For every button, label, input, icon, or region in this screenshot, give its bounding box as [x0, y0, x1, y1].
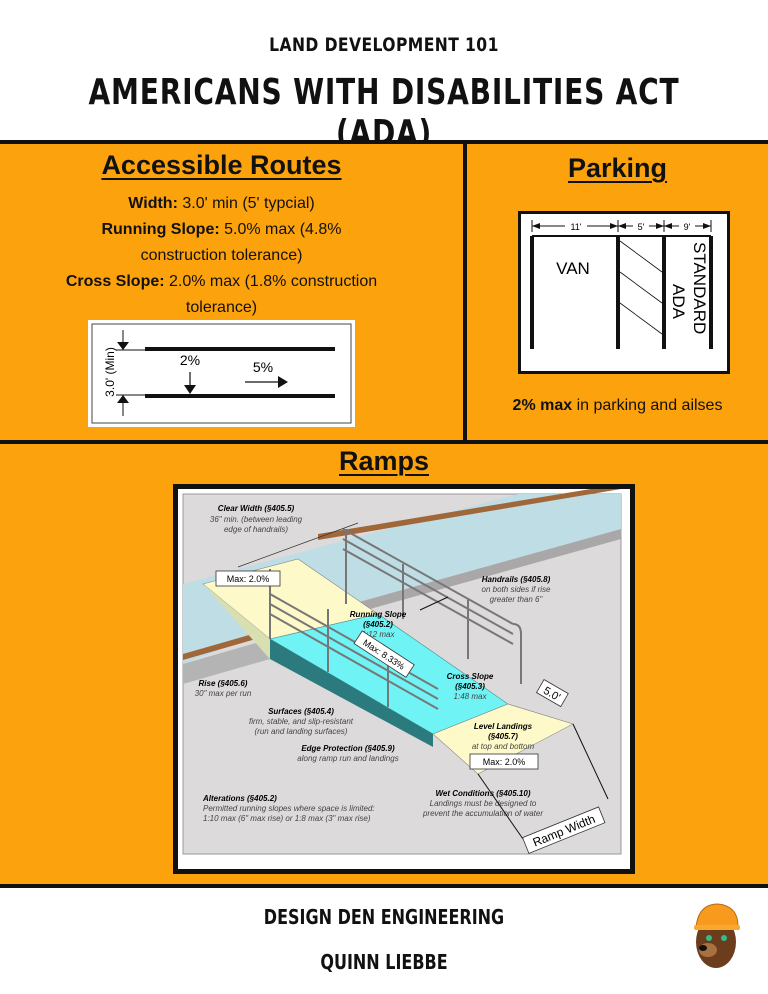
- arrow-right-icon: [278, 376, 288, 388]
- spec-running-slope: Running Slope: 5.0% max (4.8% constructi…: [60, 217, 383, 269]
- cross-slope-title: Cross Slope: [447, 672, 494, 681]
- route-width-label: 3.0' (Min): [103, 347, 117, 397]
- horizontal-divider: [0, 440, 768, 444]
- bottom-max-box: [469, 753, 539, 770]
- parking-note-bold: 2% max: [512, 397, 573, 414]
- parking-note-text: in parking and ailses: [572, 397, 723, 414]
- accessible-route-diagram: 3.0' (Min) 2% 5%: [88, 320, 355, 427]
- spec-width: Width: 3.0' min (5' typcial): [60, 191, 383, 217]
- spec-value: 5.0% max (4.8% construction tolerance): [140, 221, 342, 264]
- spec-label: Width:: [128, 195, 178, 212]
- bottom-max-label: Max: 2.0%: [483, 757, 526, 767]
- running-slope-title: (§405.2): [363, 620, 393, 629]
- dim-standard: 9': [684, 222, 691, 232]
- clear-width-title: Clear Width (§405.5): [218, 504, 295, 513]
- wet-text: prevent the accumulation of water: [422, 809, 543, 818]
- ada-label: ADA: [669, 284, 688, 320]
- dim-aisle: 5': [638, 222, 645, 232]
- rise-text: 30" max per run: [195, 689, 252, 698]
- surfaces-text: (run and landing surfaces): [255, 727, 348, 736]
- top-max-label: Max: 2.0%: [227, 574, 270, 584]
- parking-note: 2% max in parking and ailses: [467, 397, 768, 415]
- vertical-divider: [463, 144, 467, 442]
- arrow-down-icon: [184, 385, 196, 394]
- van-label: VAN: [556, 259, 590, 278]
- cross-slope-title: (§405.3): [455, 682, 485, 691]
- surfaces-title: Surfaces (§405.4): [268, 707, 334, 716]
- stall-line: [709, 236, 713, 349]
- running-slope-text: 1:12 max: [362, 630, 396, 639]
- handrails-text: greater than 6": [490, 595, 544, 604]
- route-edge-top: [145, 347, 335, 351]
- running-max-box: [353, 630, 415, 678]
- ramp-diagram-frame: Clear Width (§405.5) 36" min. (between l…: [173, 484, 635, 874]
- alterations-text: Permitted running slopes where space is …: [203, 804, 375, 813]
- parking-diagram: 11' 5' 9' VAN STANDARD ADA: [518, 211, 730, 374]
- landings-title: Level Landings: [474, 722, 533, 731]
- accessible-routes-specs: Width: 3.0' min (5' typcial) Running Slo…: [60, 191, 383, 321]
- spec-value: 3.0' min (5' typcial): [182, 195, 315, 212]
- bear-mascot-icon: [688, 898, 744, 974]
- running-slope-title: Running Slope: [350, 610, 407, 619]
- alterations-text: 1:10 max (6" max rise) or 1:8 max (3" ma…: [203, 814, 371, 823]
- accessible-routes-title: Accessible Routes: [101, 150, 342, 180]
- handrails: [269, 528, 522, 710]
- standard-label: STANDARD: [690, 242, 709, 334]
- route-edge-bottom: [145, 394, 335, 398]
- footer-company: DESIGN DEN ENGINEERING: [263, 905, 505, 929]
- wet-text: Landings must be designed to: [430, 799, 537, 808]
- spec-cross-slope: Cross Slope: 2.0% max (1.8% construction…: [60, 269, 383, 321]
- edge-title: Edge Protection (§405.9): [301, 744, 395, 753]
- stall-line: [616, 236, 620, 349]
- arrow-up-icon: [117, 395, 129, 403]
- clear-width-text: 36" min. (between leading: [210, 515, 303, 524]
- stall-line: [662, 236, 666, 349]
- dim-van: 11': [570, 222, 581, 232]
- route-running-slope-label: 5%: [253, 359, 273, 375]
- surfaces-text: firm, stable, and slip-resistant: [249, 717, 354, 726]
- rise-title: Rise (§405.6): [199, 679, 248, 688]
- spec-value: 2.0% max (1.8% construction tolerance): [169, 273, 378, 316]
- spec-label: Running Slope:: [101, 221, 220, 238]
- spec-label: Cross Slope:: [65, 273, 165, 290]
- parking-title: Parking: [567, 153, 668, 183]
- clear-width-text: edge of handrails): [224, 525, 288, 534]
- landings-title: (§405.7): [488, 732, 518, 741]
- route-cross-slope-label: 2%: [180, 352, 200, 368]
- stall-line: [530, 236, 534, 349]
- aisle-hatching: [619, 240, 663, 335]
- handrails-text: on both sides if rise: [482, 585, 551, 594]
- wet-title: Wet Conditions (§405.10): [436, 789, 531, 798]
- cross-slope-text: 1:48 max: [454, 692, 488, 701]
- top-max-box: [215, 570, 281, 587]
- edge-text: along ramp run and landings: [297, 754, 398, 763]
- footer-author: QUINN LIEBBE: [320, 950, 448, 974]
- alterations-title: Alterations (§405.2): [202, 794, 277, 803]
- ramp-diagram: Clear Width (§405.5) 36" min. (between l…: [182, 484, 622, 855]
- handrails-title: Handrails (§405.8): [482, 575, 551, 584]
- landings-text: at top and bottom: [472, 742, 535, 751]
- header-subtitle: LAND DEVELOPMENT 101: [269, 34, 499, 56]
- ramps-title: Ramps: [338, 446, 430, 476]
- arrow-down-icon: [117, 342, 129, 350]
